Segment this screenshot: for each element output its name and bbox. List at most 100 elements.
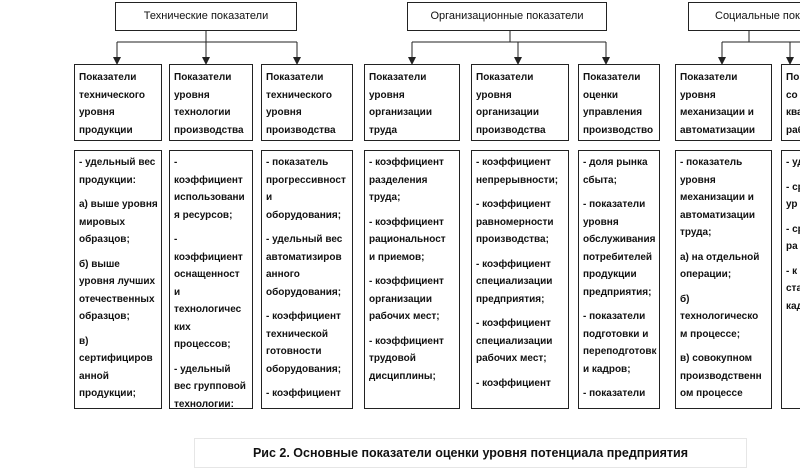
indicator-line: непрерывности; xyxy=(476,174,559,186)
indicator-line: - удельный xyxy=(174,363,231,375)
column-header-line: технического xyxy=(266,89,332,101)
column-header-line: Показатели xyxy=(174,72,232,83)
indicator-line: специализации xyxy=(476,276,553,287)
indicator-line: ом процессе xyxy=(680,388,743,399)
indicator-line: рабочих мест; xyxy=(369,311,440,322)
indicator-line: м процессе; xyxy=(680,328,741,340)
indicator-line: я ресурсов; xyxy=(174,209,233,221)
indicator-line: уровня xyxy=(680,174,716,186)
column-header-line: Показатели xyxy=(583,72,641,83)
indicator-line: оборудования; xyxy=(266,209,342,221)
column-header-line: организации xyxy=(369,107,432,118)
indicator-item: - уд xyxy=(786,154,800,172)
indicator-line: и xyxy=(266,192,273,203)
column-header-line: уровня xyxy=(79,107,115,118)
indicator-line: технологии: xyxy=(174,398,234,409)
indicator-line: уровня лучших xyxy=(79,276,156,287)
indicator-line: использовани xyxy=(174,192,245,203)
indicator-line: - коэффициент xyxy=(369,335,444,347)
figure-caption: Рис 2. Основные показатели оценки уровня… xyxy=(194,438,747,468)
column-header-line: Показатели xyxy=(369,72,427,83)
indicator-line: продукции; xyxy=(79,388,136,399)
indicator-line: - к xyxy=(786,265,798,277)
indicator-line: - удельный вес xyxy=(266,234,343,245)
indicator-line: рациональност xyxy=(369,234,446,245)
indicator-line: производства; xyxy=(476,234,549,245)
indicator-line: специализации xyxy=(476,335,553,347)
column-header-line: уровня xyxy=(174,89,210,101)
indicator-line: автоматизиров xyxy=(266,251,342,263)
column-header-line: Показатели xyxy=(476,72,534,83)
indicator-line: обслуживания xyxy=(583,234,656,245)
column-header-line: Показатели xyxy=(680,72,738,83)
indicator-line: - показатель xyxy=(266,157,329,168)
indicator-line: коэффициент xyxy=(174,174,243,186)
indicator-line: - xyxy=(174,157,178,168)
indicator-item: - срра xyxy=(786,221,800,256)
column-body: - уд- срур- срра- кстакад xyxy=(781,150,800,409)
column-body: - показатель прогрессивност и оборудования;… xyxy=(261,150,353,409)
column-header-line: уровня xyxy=(476,89,512,101)
indicator-item: - коэффициент использовани я ресурсов; xyxy=(174,154,249,224)
column-body: - коэффициент использовани я ресурсов;- коэф… xyxy=(169,150,253,409)
indicator-line: и кадров; xyxy=(583,363,631,375)
indicator-line: - ср xyxy=(786,181,800,193)
indicator-line: прогрессивност xyxy=(266,174,346,186)
indicator-line: и приемов; xyxy=(369,251,425,263)
indicator-line: ста xyxy=(786,283,800,294)
indicator-line: технологичес xyxy=(174,304,242,315)
indicator-line: ких xyxy=(174,321,191,333)
indicator-line: - удельный вес xyxy=(79,157,156,168)
column-header-line: механизации и xyxy=(680,107,754,118)
group-title-technical: Технические показатели xyxy=(143,10,269,22)
indicator-line: - коэффициент xyxy=(266,311,341,322)
column-header-line: со xyxy=(786,89,798,101)
indicator-line: а) выше уровня xyxy=(79,199,158,210)
indicator-line: коэффициент xyxy=(174,251,243,263)
column-header-line: производство xyxy=(583,124,654,136)
column-header-line: По xyxy=(786,72,800,83)
indicator-line: б) выше xyxy=(79,258,120,270)
indicator-line: дисциплины; xyxy=(369,370,436,382)
indicator-line: - ср xyxy=(786,223,800,235)
group-title-social: Социальные пок xyxy=(715,10,800,22)
indicator-line: уровня xyxy=(583,216,619,228)
indicator-line: продукции xyxy=(583,269,637,280)
indicator-line: - коэффициент xyxy=(266,388,341,399)
indicator-line: разделения xyxy=(369,174,428,186)
indicator-line: а) на отдельной xyxy=(680,251,760,263)
group-header-organizational: Организационные показатели xyxy=(407,2,607,31)
indicator-line: - коэффициент xyxy=(476,377,551,389)
column-header-line: уровня xyxy=(266,107,302,118)
indicator-line: ур xyxy=(786,199,798,210)
column-header-line: ква xyxy=(786,107,800,118)
indicator-line: - коэффициент xyxy=(369,157,444,168)
indicator-line: - коэффициент xyxy=(476,199,551,210)
column-header-line: производства xyxy=(266,124,336,136)
indicator-line: - коэффициент xyxy=(369,276,444,287)
column-header-line: производства xyxy=(174,124,244,136)
